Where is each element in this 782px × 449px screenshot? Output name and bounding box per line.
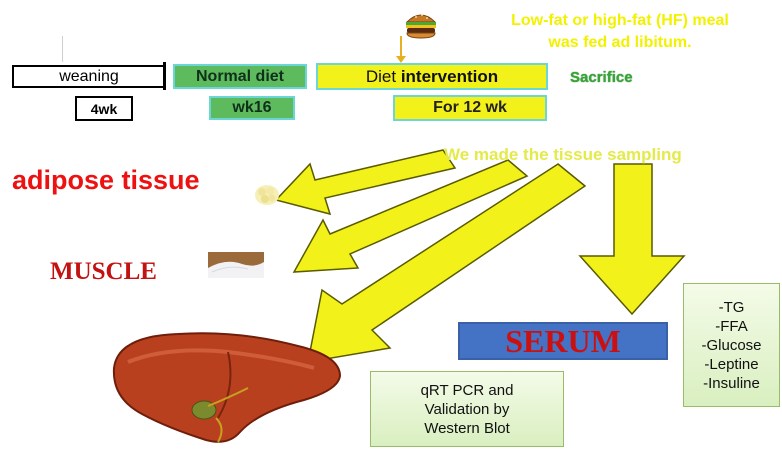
validation-box: qRT PCR and Validation by Western Blot [370, 371, 564, 447]
serum-marker: -FFA [715, 317, 748, 336]
validation-line: Validation by [425, 400, 510, 419]
muscle-tissue-icon [208, 252, 264, 278]
adipose-tissue-label: adipose tissue [12, 165, 252, 196]
validation-line: qRT PCR and [421, 381, 514, 400]
serum-marker: -Glucose [701, 336, 761, 355]
validation-line: Western Blot [424, 419, 510, 438]
serum-box: SERUM [458, 322, 668, 360]
serum-marker: -Insuline [703, 374, 760, 393]
serum-marker: -TG [719, 298, 745, 317]
arrow-to-serum [580, 164, 684, 314]
serum-marker: -Leptine [704, 355, 758, 374]
serum-markers-box: -TG -FFA -Glucose -Leptine -Insuline [683, 283, 780, 407]
sampling-note: We made the tissue sampling [444, 145, 744, 165]
muscle-label: MUSCLE [50, 258, 210, 286]
fat-tissue-icon [252, 180, 282, 210]
liver-icon [108, 328, 348, 448]
